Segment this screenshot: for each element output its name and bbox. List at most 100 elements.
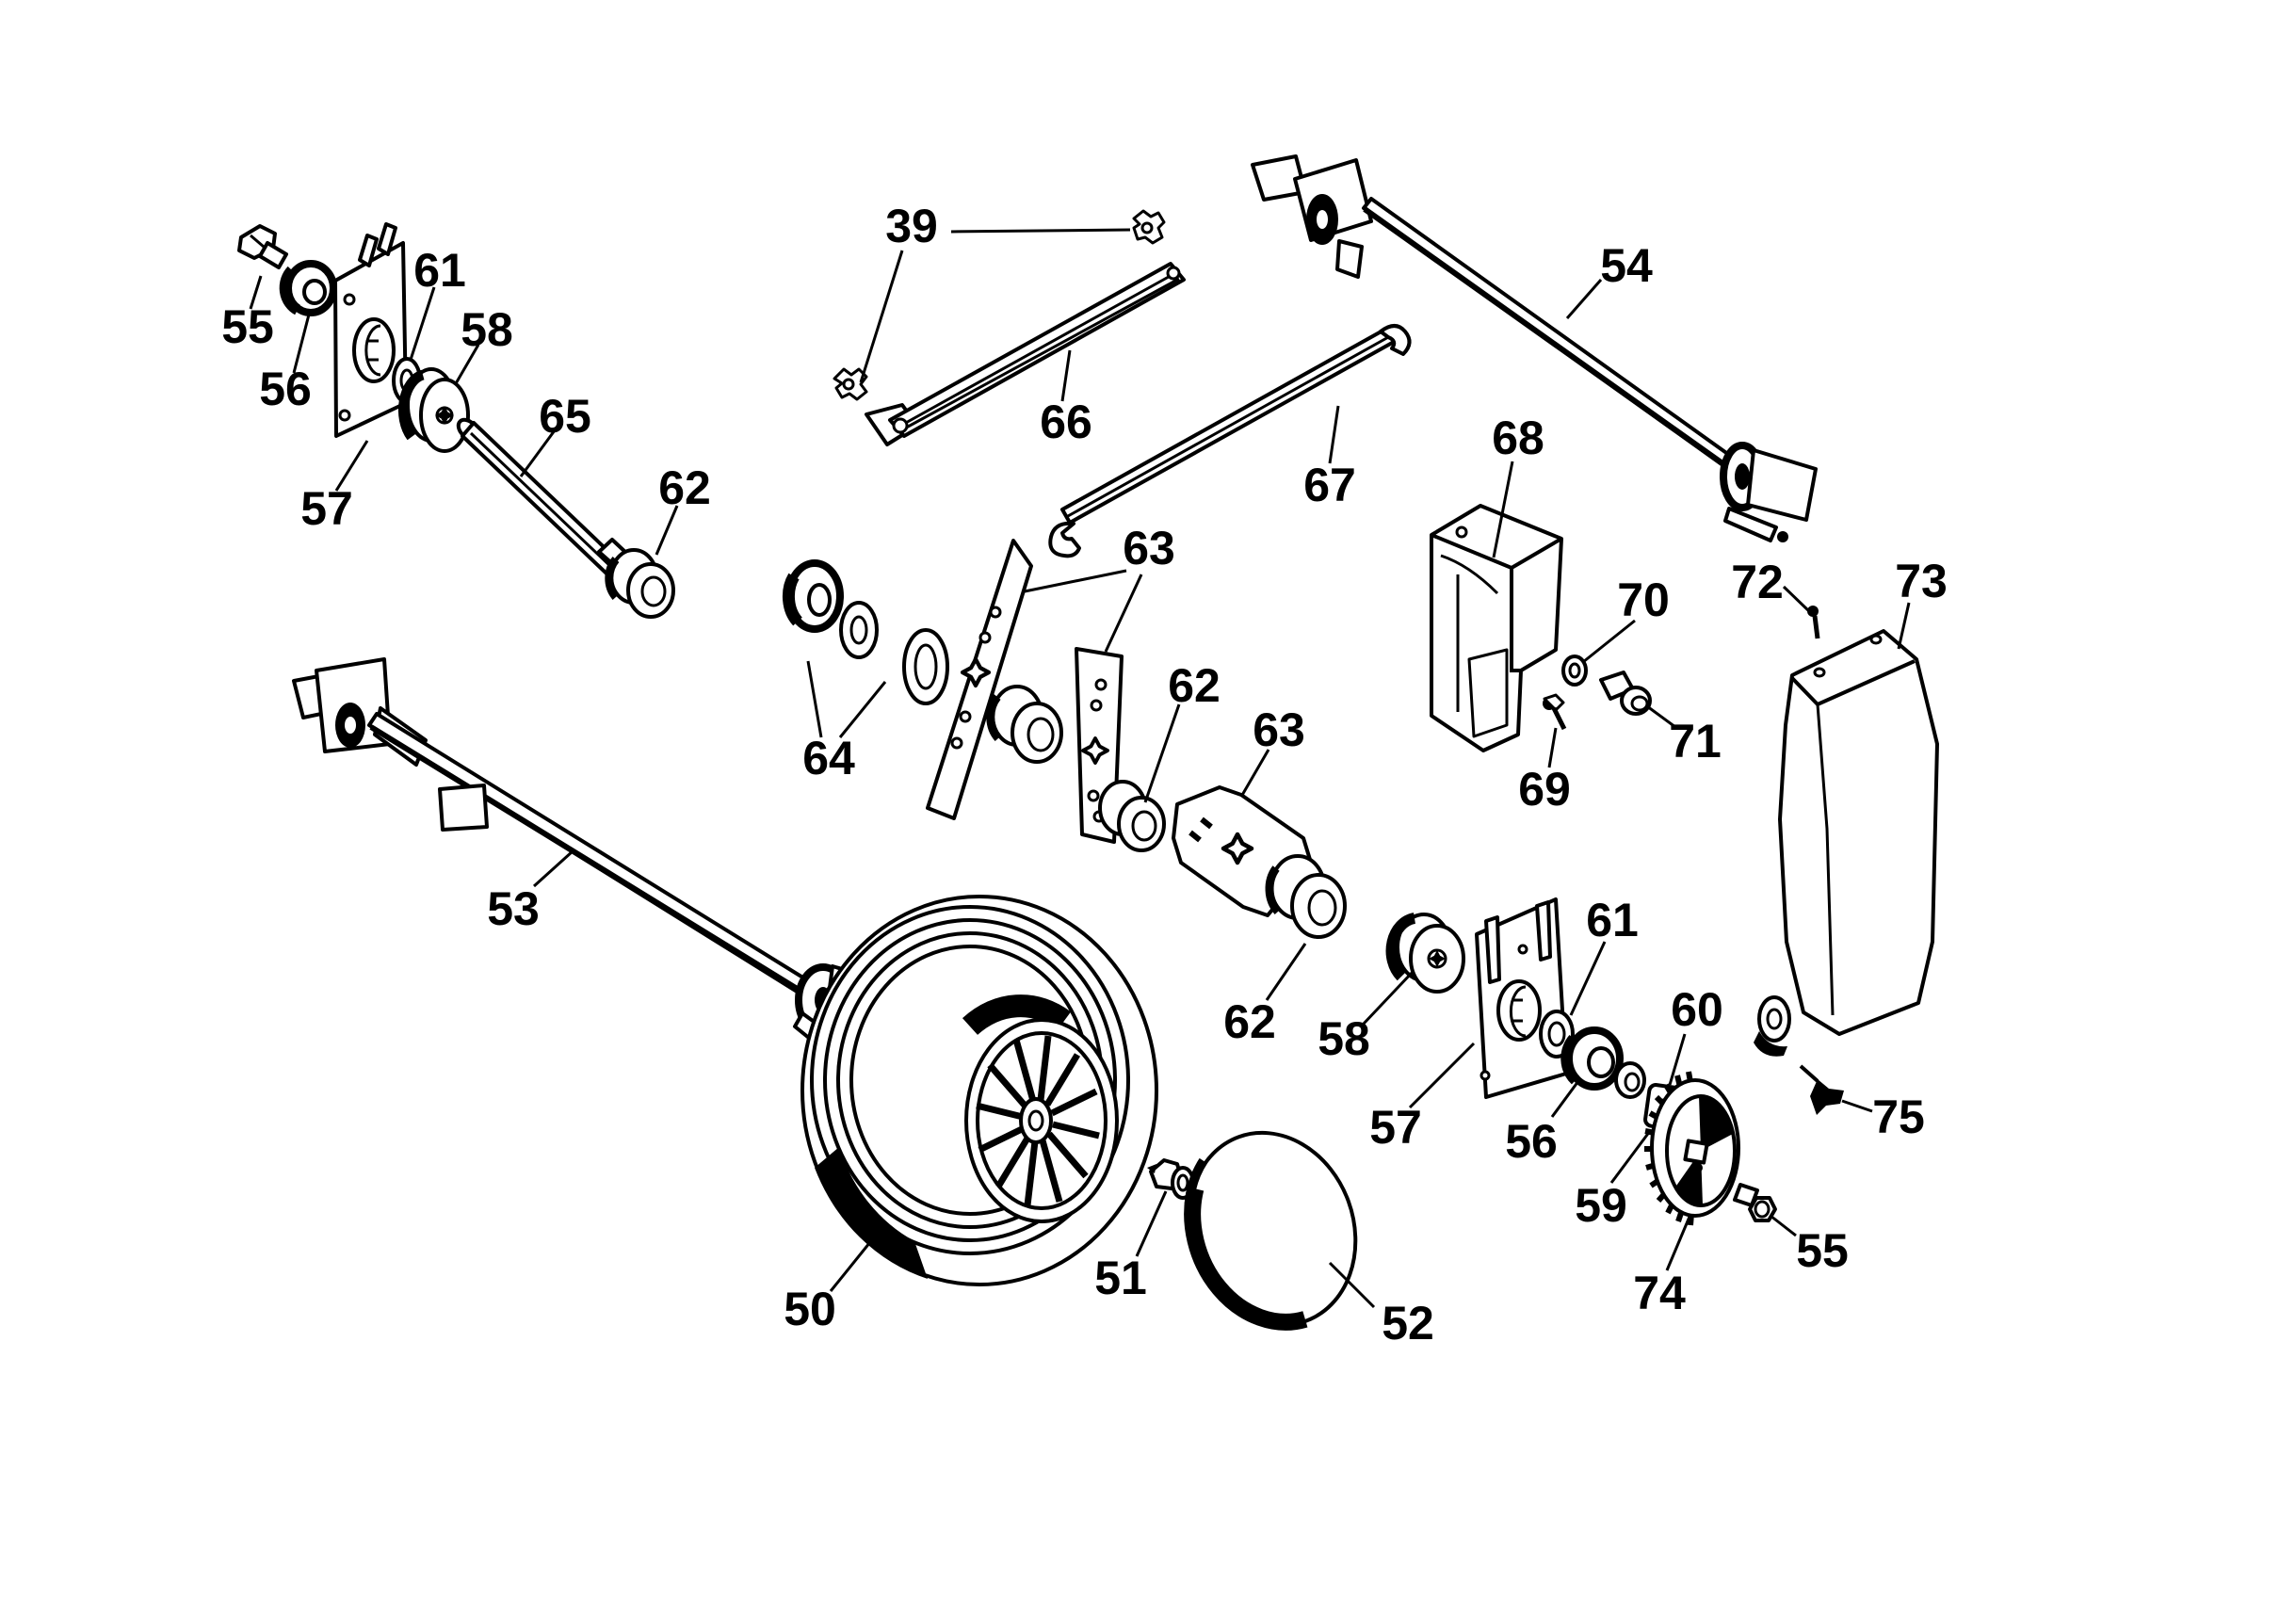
callout-number-69-31: 69 bbox=[1518, 763, 1571, 816]
part-64-washer bbox=[839, 601, 879, 659]
part-69-screw bbox=[1543, 693, 1567, 731]
part-64-bearing bbox=[782, 559, 844, 633]
callout-leader-71-0 bbox=[1646, 704, 1676, 729]
callout-number-62-14: 62 bbox=[1168, 659, 1221, 712]
callout-number-58-5: 58 bbox=[461, 303, 513, 356]
callout-leader-66-0 bbox=[1060, 349, 1072, 402]
callout-number-61-4: 61 bbox=[413, 244, 466, 297]
part-55-hex-bolt-bottom bbox=[1733, 1183, 1777, 1222]
part-57-bracket-plate-top-left bbox=[333, 222, 408, 438]
callout-number-59-21: 59 bbox=[1575, 1179, 1627, 1232]
part-72-screw-pin bbox=[1807, 606, 1820, 639]
part-56-bearing-top-left bbox=[279, 260, 337, 316]
part-39-clip-left bbox=[833, 367, 868, 401]
part-62-bushing-d bbox=[1265, 854, 1347, 939]
callout-leader-53-0 bbox=[532, 849, 574, 888]
callout-leader-52-0 bbox=[1328, 1261, 1376, 1309]
part-64-ring-washer bbox=[902, 628, 949, 705]
callout-leader-59-0 bbox=[1609, 1130, 1652, 1184]
callout-leader-72-0 bbox=[1782, 585, 1812, 614]
callout-number-70-32: 70 bbox=[1617, 574, 1670, 626]
callout-number-39-0: 39 bbox=[885, 200, 938, 252]
part-66-link-arm bbox=[865, 262, 1186, 446]
callout-number-68-11: 68 bbox=[1492, 412, 1544, 464]
part-39-clip-right bbox=[1132, 209, 1166, 245]
callout-number-66-9: 66 bbox=[1040, 396, 1092, 448]
callout-number-73-30: 73 bbox=[1895, 555, 1948, 607]
callout-leader-61-0 bbox=[1569, 941, 1607, 1016]
callout-leader-56-0 bbox=[292, 314, 311, 374]
callout-leader-62-0 bbox=[1143, 703, 1181, 803]
part-70-washer bbox=[1561, 655, 1588, 687]
part-62-bushing-a bbox=[605, 548, 675, 619]
callout-number-62-16: 62 bbox=[1223, 995, 1276, 1048]
callout-number-57-19: 57 bbox=[1369, 1101, 1422, 1154]
callout-leader-55-0 bbox=[1770, 1214, 1797, 1237]
callout-number-56-3: 56 bbox=[259, 363, 312, 415]
callout-leader-63-0 bbox=[1239, 749, 1270, 798]
callout-leader-54-0 bbox=[1565, 279, 1603, 319]
part-73-side-cover bbox=[1754, 629, 1939, 1057]
part-75-screw bbox=[1799, 1064, 1844, 1115]
callout-leader-69-0 bbox=[1547, 727, 1558, 768]
callout-number-54-1: 54 bbox=[1600, 239, 1653, 292]
parts-artwork bbox=[237, 154, 1939, 1331]
callout-leader-64-1 bbox=[838, 681, 887, 738]
callout-leader-63-1 bbox=[1104, 574, 1143, 653]
callout-number-52-28: 52 bbox=[1382, 1297, 1434, 1349]
callout-leader-65-0 bbox=[519, 429, 557, 477]
callout-leader-64-0 bbox=[806, 660, 823, 738]
callout-number-67-10: 67 bbox=[1303, 459, 1356, 511]
callout-number-75-25: 75 bbox=[1872, 1091, 1925, 1143]
callout-leader-63-0 bbox=[1024, 569, 1127, 593]
callout-number-74-23: 74 bbox=[1633, 1267, 1686, 1319]
callout-number-53-34: 53 bbox=[487, 882, 540, 935]
callout-number-71-33: 71 bbox=[1669, 715, 1722, 768]
callout-leader-73-0 bbox=[1897, 602, 1911, 650]
part-58-roller-top-left bbox=[398, 367, 470, 453]
part-74-gear-wheel bbox=[1644, 1071, 1740, 1226]
part-56-bearing-bottom bbox=[1560, 1026, 1646, 1099]
callout-number-63-15: 63 bbox=[1253, 703, 1305, 756]
part-68-housing-bracket bbox=[1430, 504, 1563, 752]
callout-number-62-8: 62 bbox=[658, 461, 711, 514]
callout-leader-74-0 bbox=[1665, 1216, 1691, 1271]
callout-layer: 39 54 55 56 61 58 57 65 62 66 67 68 63 64 62 63 62 58 61 57… bbox=[221, 200, 1948, 1349]
callout-leader-75-0 bbox=[1841, 1099, 1873, 1113]
callout-number-57-6: 57 bbox=[300, 482, 353, 535]
part-67-link-arm bbox=[1048, 324, 1412, 558]
callout-number-60-22: 60 bbox=[1671, 983, 1723, 1036]
part-62-bushing-c bbox=[1098, 780, 1166, 852]
callout-number-55-24: 55 bbox=[1796, 1224, 1849, 1277]
callout-leader-58-0 bbox=[453, 344, 480, 386]
callout-number-64-13: 64 bbox=[802, 732, 855, 784]
callout-number-50-26: 50 bbox=[784, 1283, 836, 1335]
callout-leader-55-0 bbox=[249, 275, 263, 310]
callout-leader-60-0 bbox=[1668, 1033, 1687, 1086]
callout-number-63-12: 63 bbox=[1123, 522, 1175, 574]
callout-number-58-17: 58 bbox=[1318, 1012, 1370, 1065]
part-50-wheel bbox=[800, 895, 1158, 1286]
callout-number-65-7: 65 bbox=[539, 390, 591, 443]
part-58-roller-bottom bbox=[1385, 913, 1465, 994]
part-57-bracket-plate-bottom bbox=[1475, 897, 1568, 1099]
part-54-axle-rod bbox=[1251, 154, 1818, 542]
callout-leader-50-0 bbox=[829, 1236, 876, 1292]
callout-leader-62-0 bbox=[1265, 943, 1307, 1001]
callout-leader-61-0 bbox=[409, 286, 436, 361]
part-63-blade-left bbox=[926, 539, 1033, 820]
part-71-hex-bolt bbox=[1599, 671, 1652, 716]
callout-leader-51-0 bbox=[1135, 1190, 1168, 1257]
callout-leader-39-1 bbox=[859, 250, 904, 383]
callout-leader-67-0 bbox=[1328, 405, 1340, 464]
callout-leader-57-0 bbox=[1408, 1042, 1476, 1109]
part-53-axle-rod bbox=[292, 657, 885, 1060]
callout-number-72-29: 72 bbox=[1731, 556, 1784, 608]
callout-number-55-2: 55 bbox=[221, 300, 274, 353]
callout-number-56-20: 56 bbox=[1505, 1115, 1558, 1168]
part-55-hex-bolt-top-left bbox=[237, 224, 288, 269]
part-62-bushing-b bbox=[986, 685, 1063, 764]
callout-leader-68-0 bbox=[1492, 461, 1514, 558]
callout-number-61-18: 61 bbox=[1586, 894, 1639, 946]
